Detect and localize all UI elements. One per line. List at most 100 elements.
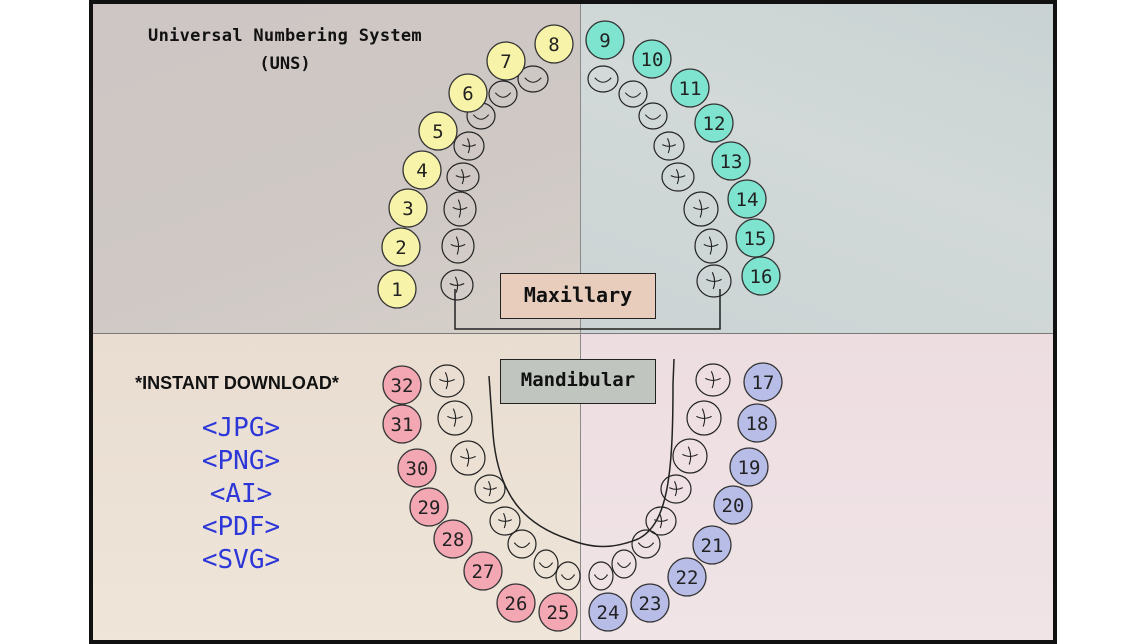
tooth-20-groove (668, 481, 684, 497)
tooth-10-edge (624, 92, 642, 98)
tooth-12-groove (661, 138, 677, 154)
tooth-27-edge (513, 542, 531, 549)
tooth-number-badge-26 (496, 583, 536, 623)
tooth-number-9: 9 (599, 30, 610, 52)
tooth-number-21: 21 (701, 535, 724, 557)
format-jpg: <JPG> (201, 413, 281, 443)
tooth-number-15: 15 (744, 228, 767, 250)
tooth-24-edge (593, 574, 609, 581)
tooth-number-badge-3 (388, 188, 428, 228)
tooth-32 (429, 364, 465, 398)
tooth-8-edge (524, 77, 542, 83)
tooth-12 (653, 131, 685, 161)
tooth-27 (507, 529, 537, 559)
format-list: <JPG> <PNG> <AI> <PDF> <SVG> (151, 412, 331, 577)
tooth-number-29: 29 (418, 497, 441, 519)
tooth-number-badge-15 (735, 218, 775, 258)
tooth-30-groove (460, 448, 476, 467)
tooth-1-groove (449, 276, 465, 293)
tooth-number-30: 30 (406, 458, 429, 480)
tooth-5 (453, 131, 485, 161)
tooth-number-18: 18 (746, 413, 769, 435)
tooth-16 (696, 264, 732, 298)
tooth-number-badge-13 (711, 141, 751, 181)
tooth-29-groove (482, 481, 498, 497)
tooth-22 (631, 529, 661, 559)
tooth-number-badge-9 (585, 20, 625, 60)
horizontal-divider (93, 333, 1053, 334)
tooth-number-badge-23 (630, 583, 670, 623)
tooth-number-badge-27 (463, 551, 503, 591)
tooth-number-31: 31 (391, 414, 414, 436)
tooth-26 (533, 549, 559, 579)
tooth-5-groove (461, 138, 477, 154)
page-subtitle: (UNS) (259, 54, 311, 74)
tooth-number-badge-12 (694, 103, 734, 143)
tooth-number-10: 10 (641, 49, 664, 71)
tooth-10 (618, 80, 648, 108)
tooth-15-groove (703, 236, 719, 255)
quadrant-lower-right-bg (93, 334, 581, 640)
tooth-number-badge-19 (729, 447, 769, 487)
tooth-number-6: 6 (462, 83, 473, 105)
format-ai: <AI> (209, 479, 273, 509)
tooth-number-24: 24 (597, 602, 620, 624)
tooth-28-groove (497, 513, 513, 529)
tooth-number-badge-25 (538, 592, 578, 632)
tooth-13-groove (670, 169, 686, 185)
tooth-3-groove (452, 199, 468, 218)
tooth-number-badge-5 (418, 111, 458, 151)
tooth-number-badge-31 (382, 404, 422, 444)
tooth-number-badge-22 (667, 557, 707, 597)
tooth-number-27: 27 (472, 561, 495, 583)
tooth-23-edge (616, 562, 632, 569)
tooth-17-groove (705, 370, 721, 389)
tooth-number-7: 7 (500, 51, 511, 73)
tooth-31 (437, 400, 473, 436)
tooth-13 (661, 162, 695, 192)
tooth-3 (443, 191, 477, 227)
tooth-number-badge-1 (377, 269, 417, 309)
tooth-14 (683, 191, 719, 227)
tooth-18-groove (696, 408, 712, 427)
tooth-21-groove (653, 513, 669, 529)
tooth-number-16: 16 (750, 266, 773, 288)
tooth-number-badge-17 (743, 362, 783, 402)
palate-outline (454, 289, 721, 330)
tooth-number-badge-16 (741, 256, 781, 296)
tooth-11 (638, 102, 668, 130)
tooth-number-badge-21 (692, 525, 732, 565)
tooth-15 (694, 228, 728, 264)
tooth-number-12: 12 (703, 113, 726, 135)
tooth-number-2: 2 (395, 237, 406, 259)
tooth-29 (474, 474, 506, 504)
tooth-8 (517, 65, 549, 93)
tooth-number-badge-30 (397, 448, 437, 488)
tooth-number-badge-14 (727, 179, 767, 219)
page-title: Universal Numbering System (148, 26, 422, 46)
tooth-number-17: 17 (752, 372, 775, 394)
tooth-number-4: 4 (416, 160, 427, 182)
tooth-20 (660, 474, 692, 504)
tooth-number-badge-18 (737, 403, 777, 443)
tooth-number-badge-32 (382, 365, 422, 405)
tooth-22-edge (637, 542, 655, 549)
vertical-divider (580, 4, 581, 640)
mandibular-label: Mandibular (500, 359, 656, 404)
tooth-number-badge-6 (448, 73, 488, 113)
tooth-24 (588, 561, 614, 591)
tooth-14-groove (693, 199, 709, 218)
tooth-21 (645, 506, 677, 536)
tooth-9 (587, 65, 619, 93)
tooth-number-badge-10 (632, 39, 672, 79)
tooth-2 (441, 228, 475, 264)
tooth-7 (488, 80, 518, 108)
tooth-number-25: 25 (547, 602, 570, 624)
tooth-1 (440, 269, 474, 301)
tooth-16-groove (706, 271, 722, 290)
tooth-25-edge (560, 574, 576, 581)
tooth-11-edge (644, 114, 662, 120)
maxillary-label: Maxillary (500, 273, 656, 319)
tooth-4-groove (455, 169, 471, 185)
